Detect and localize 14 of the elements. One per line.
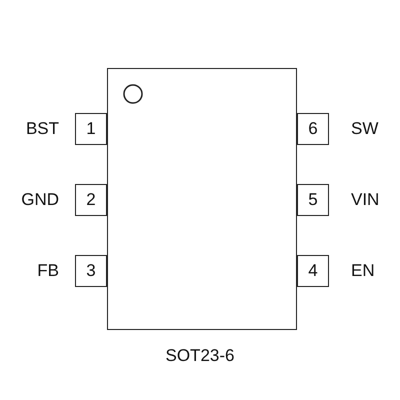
pin-box: 5: [297, 184, 329, 216]
pin-box: 4: [297, 255, 329, 287]
caption: SOT23-6: [164, 346, 236, 366]
pin-box: 2: [75, 184, 107, 216]
pin-name: FB: [37, 261, 59, 281]
pin-box: 6: [297, 113, 329, 145]
pin-name: SW: [351, 119, 378, 139]
pin-name: BST: [26, 119, 59, 139]
pin-name: VIN: [351, 190, 380, 210]
pin-name: GND: [21, 190, 59, 210]
pin-box: 1: [75, 113, 107, 145]
pin-box: 3: [75, 255, 107, 287]
pin-name: EN: [351, 261, 375, 281]
package-body: [107, 68, 297, 330]
